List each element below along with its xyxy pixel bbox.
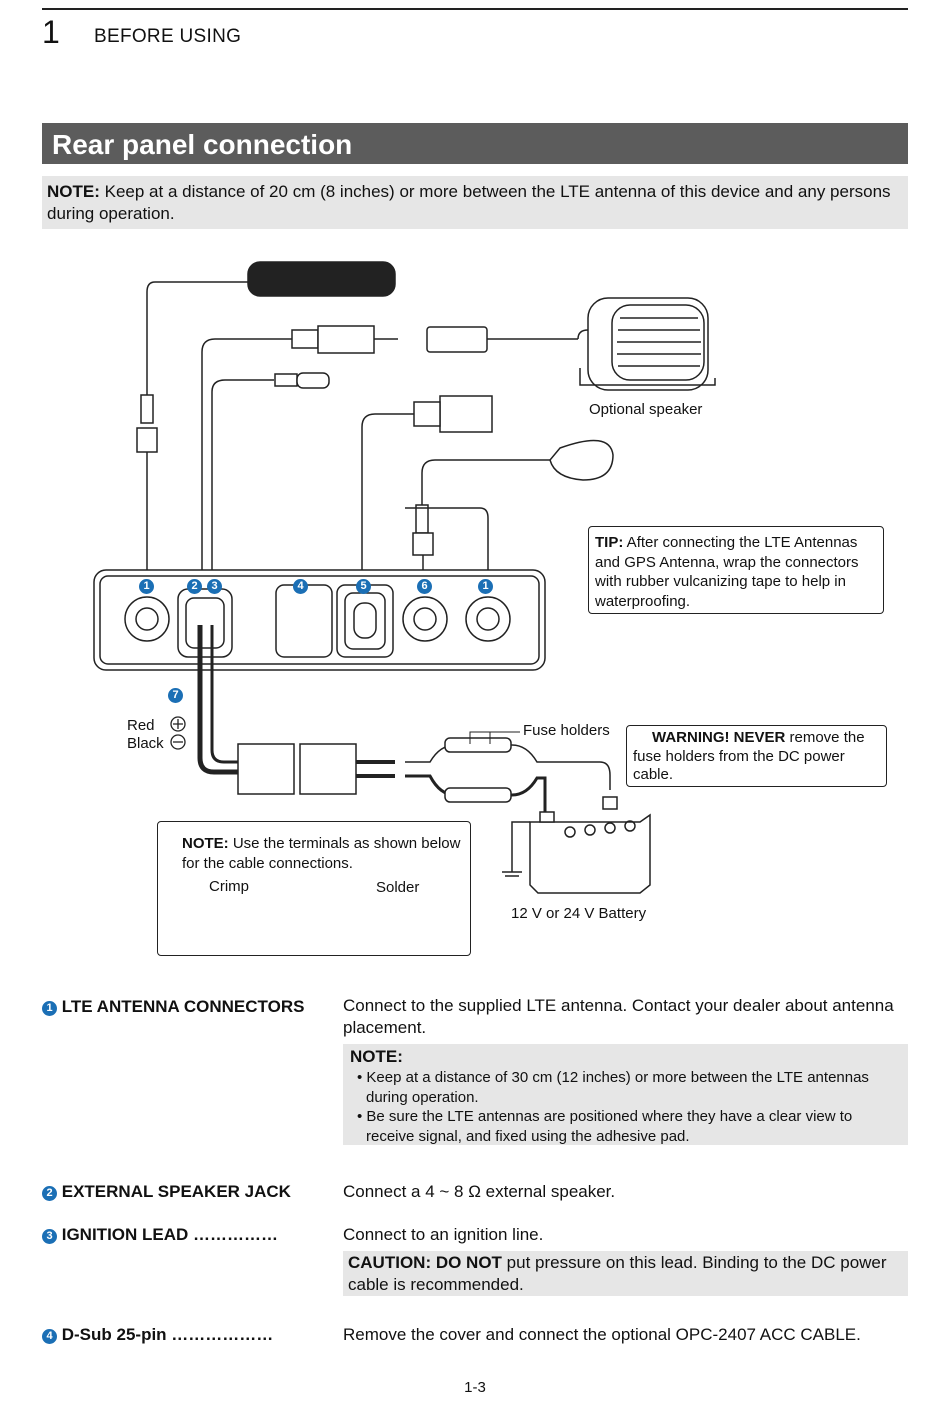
connector-number-1b: 1 <box>478 577 493 595</box>
item-desc-dsub: Remove the cover and connect the optiona… <box>343 1325 861 1344</box>
tip-box <box>588 526 884 614</box>
item-number: 4 <box>42 1329 57 1344</box>
tip-text: TIP: After connecting the LTE Antennas a… <box>595 534 859 610</box>
item-number: 2 <box>42 1186 57 1201</box>
positive-symbol <box>170 716 186 732</box>
section-title: Rear panel connection <box>52 129 353 160</box>
warning-label: WARNING! NEVER <box>652 729 786 746</box>
section-title-bar <box>42 123 908 164</box>
optional-speaker-label: Optional speaker <box>589 401 703 418</box>
fuse-holders-label: Fuse holders <box>523 722 610 739</box>
lte-note-bullet: • Keep at a distance of 30 cm (12 inches… <box>357 1069 869 1106</box>
optional-speaker-icon <box>577 297 716 391</box>
warning-text: WARNING! NEVER remove the fuse holders f… <box>633 729 865 783</box>
lte-note-bullet: • Be sure the LTE antennas are positione… <box>357 1108 853 1145</box>
header-rule <box>42 8 908 10</box>
caution-text: CAUTION: DO NOT put pressure on this lea… <box>348 1253 887 1294</box>
item-desc-speaker-jack: Connect a 4 ~ 8 Ω external speaker. <box>343 1182 616 1201</box>
item-title-speaker-jack: 2 EXTERNAL SPEAKER JACK <box>42 1182 291 1202</box>
battery-icon <box>529 796 651 894</box>
crimp-label: Crimp <box>209 878 249 895</box>
top-note-box <box>42 176 908 229</box>
black-label: Black <box>127 735 164 752</box>
negative-symbol <box>170 734 186 750</box>
terminal-note-label: NOTE: <box>182 835 229 852</box>
top-note-label: NOTE: <box>47 182 100 201</box>
gps-antenna-icon <box>549 439 614 481</box>
item-number: 1 <box>42 1001 57 1016</box>
lte-antenna-icon <box>247 261 396 297</box>
top-note-text: Keep at a distance of 20 cm (8 inches) o… <box>47 182 891 223</box>
solder-label: Solder <box>376 879 420 896</box>
item-desc-lte-antenna: Connect to the supplied LTE antenna. Con… <box>343 996 894 1037</box>
item-number: 3 <box>42 1229 57 1244</box>
terminal-note-text: NOTE: Use the terminals as shown below f… <box>182 835 461 872</box>
terminal-note-box <box>157 821 471 956</box>
chapter-number: 1 <box>42 14 60 50</box>
chapter-title: BEFORE USING <box>94 26 242 47</box>
lte-note-box: NOTE: • Keep at a distance of 30 cm (12 … <box>343 1044 908 1145</box>
lte-note-label: NOTE: <box>350 1047 403 1066</box>
caution-label: CAUTION: DO NOT <box>348 1253 502 1272</box>
connector-number-1: 1 <box>139 577 154 595</box>
connector-number-3: 3 <box>207 577 222 595</box>
tip-label: TIP: <box>595 534 624 551</box>
connector-number-5: 5 <box>356 577 371 595</box>
item-title-lte-antenna: 1 LTE ANTENNA CONNECTORS <box>42 997 304 1017</box>
connector-number-7: 7 <box>168 686 183 704</box>
item-title-dsub: 4 D-Sub 25-pin ……………… <box>42 1325 273 1345</box>
top-note: NOTE: Keep at a distance of 20 cm (8 inc… <box>47 181 897 225</box>
connector-number-4: 4 <box>293 577 308 595</box>
item-desc-ignition-lead: Connect to an ignition line. <box>343 1225 544 1244</box>
item-title-ignition-lead: 3 IGNITION LEAD …………… <box>42 1225 278 1245</box>
caution-box: CAUTION: DO NOT put pressure on this lea… <box>343 1251 908 1296</box>
page-number: 1-3 <box>464 1379 486 1396</box>
connector-number-2: 2 <box>187 577 202 595</box>
connector-number-6: 6 <box>417 577 432 595</box>
warning-box <box>626 725 887 787</box>
red-label: Red <box>127 717 155 734</box>
battery-label: 12 V or 24 V Battery <box>511 905 647 922</box>
